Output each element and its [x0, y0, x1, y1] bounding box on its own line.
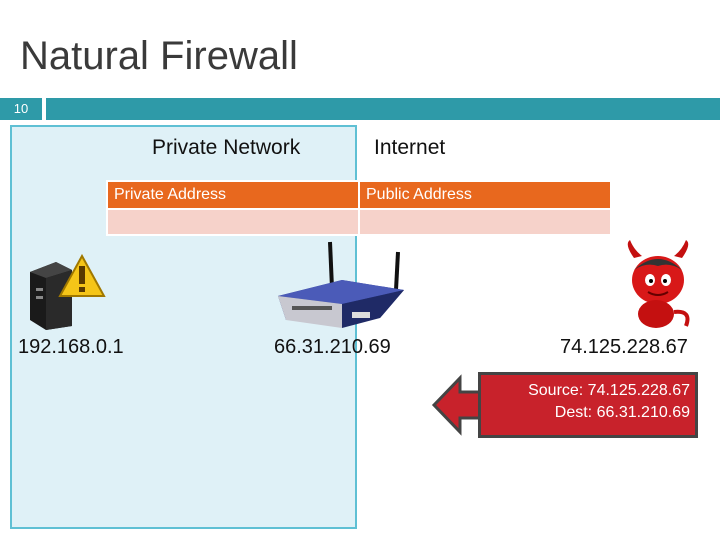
title-bar — [46, 98, 720, 120]
table-row — [106, 208, 612, 236]
header-public-address: Public Address — [358, 180, 612, 210]
computer-address: 192.168.0.1 — [18, 336, 124, 358]
slide-title: Natural Firewall — [20, 34, 298, 78]
router-address: 66.31.210.69 — [274, 336, 391, 358]
nat-table-header: Private Address Public Address — [106, 180, 612, 210]
packet-dest: Dest: 66.31.210.69 — [554, 404, 690, 421]
nat-table: Private Address Public Address — [106, 180, 612, 236]
packet-source: Source: 74.125.228.67 — [528, 382, 690, 399]
cell-private-address — [106, 208, 360, 236]
private-network-label: Private Network — [152, 136, 301, 159]
cell-public-address — [358, 208, 612, 236]
header-private-address: Private Address — [106, 180, 360, 210]
computer-warning-icon — [30, 253, 106, 330]
packet-text: Source: 74.125.228.67 Dest: 66.31.210.69 — [482, 380, 690, 424]
slide-number: 10 — [0, 98, 42, 120]
router-icon — [278, 241, 404, 328]
packet-box — [478, 372, 698, 438]
devil-icon — [627, 240, 690, 328]
internet-label: Internet — [374, 136, 446, 159]
left-arrow-icon — [431, 374, 490, 436]
attacker-address: 74.125.228.67 — [560, 336, 688, 358]
